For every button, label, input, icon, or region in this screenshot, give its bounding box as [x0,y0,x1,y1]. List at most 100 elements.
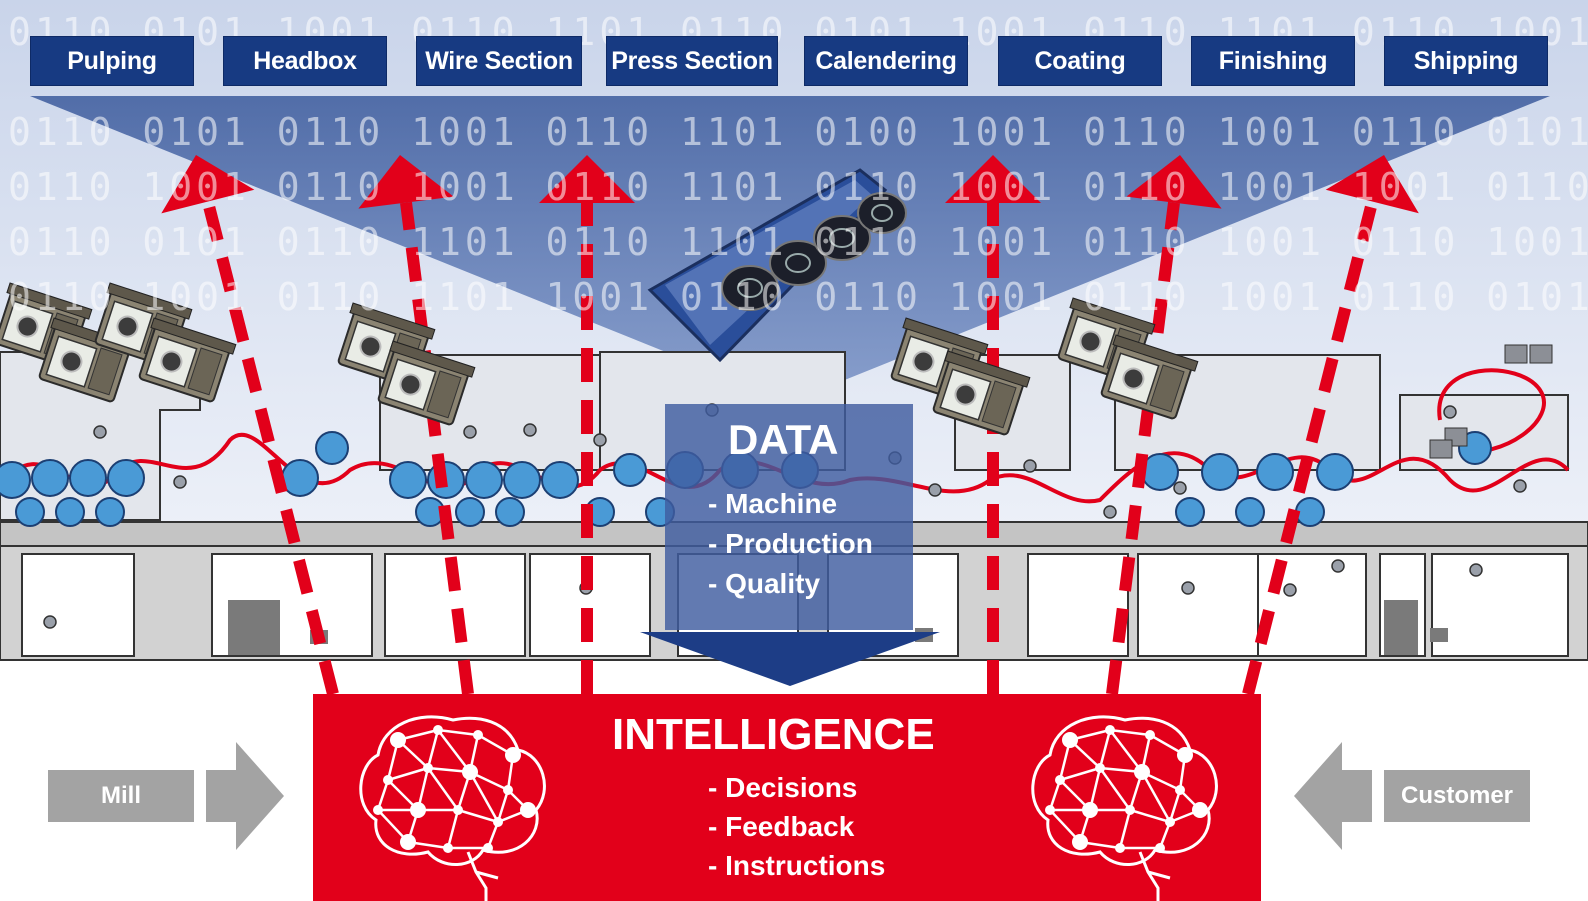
brain-node [1177,747,1193,763]
brain-node [1105,725,1115,735]
brain-node [1045,805,1055,815]
machine-roll [1235,497,1265,527]
brain-link [1168,789,1182,823]
brain-link [468,771,500,823]
intelligence-item-feedback: - Feedback [708,811,855,842]
camera-icon [138,317,237,403]
machine-roll [1201,453,1239,491]
stage-calendering: Calendering [804,36,968,86]
brain-node [1115,843,1125,853]
customer-arrow-icon [1294,742,1372,850]
machine-bay [21,553,135,657]
arrow-head [358,155,454,209]
brain-node [390,732,406,748]
machine-block [1430,628,1448,642]
brain-link [437,729,471,773]
brain-node [423,763,433,773]
camera-icon [1100,334,1199,420]
brain-link [426,729,440,769]
arrow-head [539,155,635,203]
machine-block [228,600,280,655]
binary-texture: 0110 1001 0110 1001 0110 1101 0110 1001 … [8,165,1588,209]
brain-node [433,725,443,735]
brain-node [453,805,463,815]
machine-roll [15,497,45,527]
guide-roll [173,475,187,489]
roller-array-icon [647,168,907,363]
brain-outline [359,715,546,866]
brain-link [1098,729,1112,769]
stage-finishing: Finishing [1191,36,1355,86]
machine-roll [1175,497,1205,527]
brain-node [373,805,383,815]
machine-roll [0,461,31,499]
paper-bale [1504,344,1528,364]
machine-roll [613,453,647,487]
paper-web [1437,368,1546,454]
brain-node [1125,805,1135,815]
machine-roll [55,497,85,527]
intelligence-title: INTELLIGENCE [612,710,935,759]
data-down-arrow [640,632,940,686]
brain-node [505,747,521,763]
brain-link [1059,766,1101,782]
brain-node [383,775,393,785]
brain-node [1072,834,1088,850]
guide-roll [928,483,942,497]
arrow-head [161,155,255,214]
machine-roll [315,431,349,465]
guide-roll [1023,459,1037,473]
stage-shipping: Shipping [1384,36,1548,86]
stage-press-section: Press Section [606,36,778,86]
dashed-arrow-shaft [400,201,474,695]
binary-texture: 0110 0101 0110 1101 0110 1101 0110 1001 … [8,220,1588,264]
guide-roll [1331,559,1345,573]
guide-roll [1181,581,1195,595]
dashed-arrow-shaft [202,200,339,696]
brain-network-icon [1031,715,1218,901]
brain-node [483,843,493,853]
stage-pulping: Pulping [30,36,194,86]
brain-node [410,802,426,818]
dashed-arrow-shaft [1242,200,1379,696]
camera-group [0,282,1199,436]
machine-roll [465,461,503,499]
camera-icon [377,340,476,426]
brain-network-icon [359,715,546,901]
brain-link [1048,779,1062,811]
camera-icon [932,350,1031,436]
brain-stem [1138,851,1171,901]
brain-link [496,789,510,823]
machine-roll [95,497,125,527]
mill-input-box: Mill [48,770,194,822]
machine-bays [21,553,1569,657]
machine-roll [1295,497,1325,527]
guide-roll [1513,479,1527,493]
brain-node [1082,802,1098,818]
guide-roll [523,423,537,437]
brain-link [446,809,460,849]
brain-node [1062,732,1078,748]
brain-stem [466,851,499,901]
brain-node [462,764,478,780]
brain-node [443,843,453,853]
machine-roll [503,461,541,499]
brain-node [493,817,503,827]
brain-link [457,808,499,824]
brain-node [1145,730,1155,740]
guide-roll [463,425,477,439]
data-item-quality: - Quality [708,568,821,599]
brain-link [1140,771,1172,823]
guide-roll [1103,505,1117,519]
data-box [665,404,913,630]
arrow-head [1325,155,1419,214]
guide-roll [1443,405,1457,419]
intelligence-item-decisions: - Decisions [708,772,858,803]
machine-roll [1316,453,1354,491]
brain-link [437,728,479,737]
brain-node [400,834,416,850]
guide-roll [1283,583,1297,597]
brain-link [376,779,390,811]
